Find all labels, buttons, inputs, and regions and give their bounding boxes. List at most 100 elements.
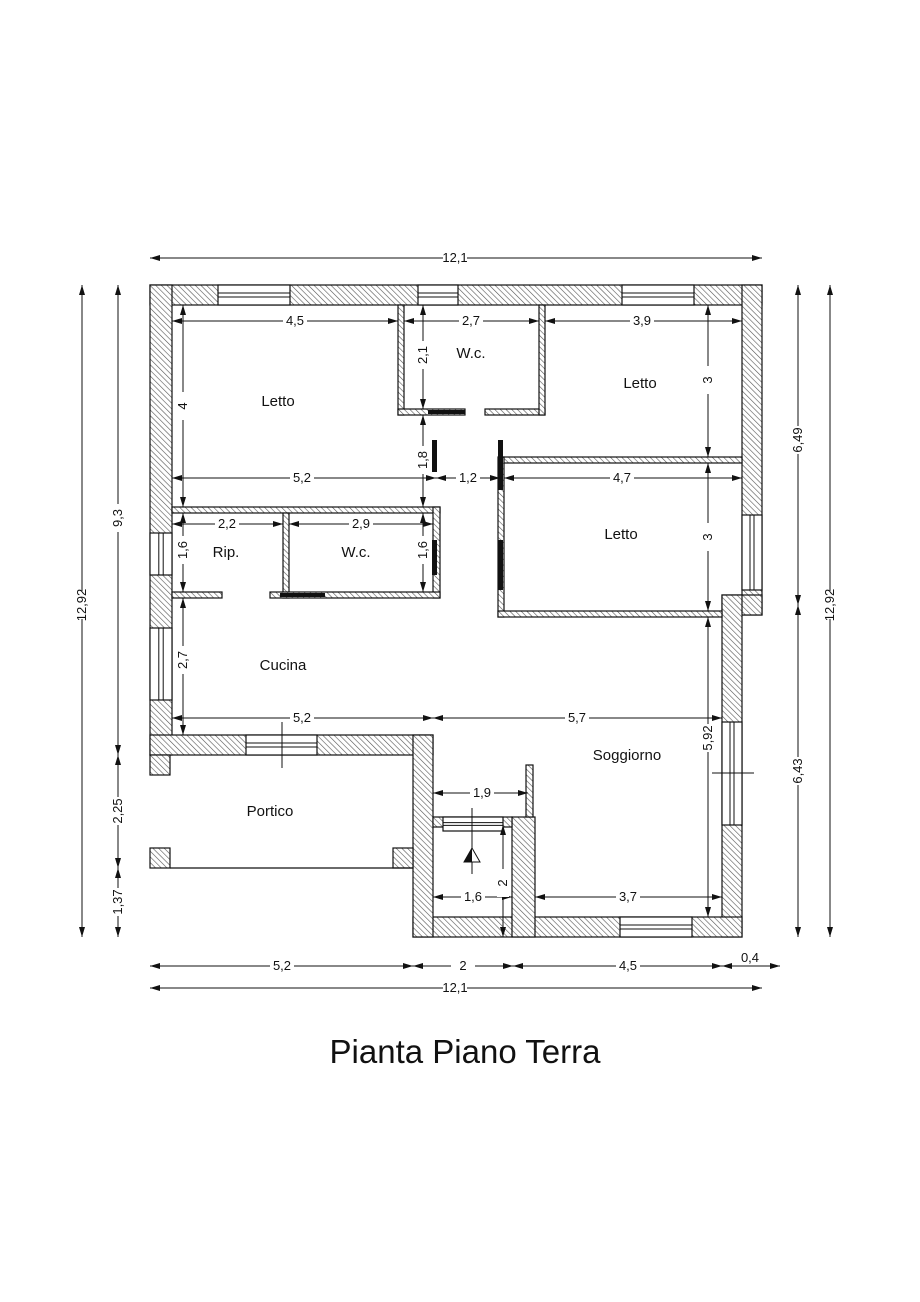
door — [498, 540, 503, 590]
room-label-cucina: Cucina — [260, 657, 307, 674]
window — [217, 284, 291, 306]
room-label-ripostiglio: Rip. — [213, 544, 240, 561]
window — [619, 916, 693, 938]
dimension-label: 3,7 — [619, 889, 637, 904]
dimension: 3,9 — [545, 313, 742, 328]
door — [432, 540, 437, 575]
window — [442, 816, 504, 832]
wall-segment — [499, 456, 743, 464]
dimension-label: 12,1 — [442, 250, 467, 265]
dimension: 0,4 — [722, 950, 780, 969]
dimension: 4,5 — [513, 958, 722, 973]
dimension: 1,6 — [433, 889, 512, 904]
room-label-wc-2: W.c. — [341, 544, 370, 561]
dimension-label: 9,3 — [110, 509, 125, 527]
dimension-label: 1,6 — [464, 889, 482, 904]
dimension-label: 1,6 — [175, 541, 190, 559]
dimension-label: 1,9 — [473, 785, 491, 800]
dimension-label: 2 — [495, 879, 510, 886]
windows — [149, 284, 763, 938]
dimension: 12,1 — [150, 250, 762, 265]
stair-arrow-icon — [463, 808, 481, 874]
dimension-label: 12,1 — [442, 980, 467, 995]
dimension: 5,2 — [150, 958, 413, 973]
room-label-letto-1: Letto — [261, 393, 294, 410]
window — [621, 284, 695, 306]
dimension-label: 2,1 — [415, 346, 430, 364]
dimension: 4 — [175, 305, 190, 507]
door — [280, 593, 325, 597]
doors — [280, 410, 503, 597]
dimension-label: 5,2 — [293, 470, 311, 485]
wall-segment — [484, 408, 546, 416]
dimension-label: 2,25 — [110, 798, 125, 823]
room-label-wc-1: W.c. — [456, 345, 485, 362]
room-label-portico: Portico — [247, 803, 294, 820]
dimension: 9,3 — [110, 285, 125, 755]
walls — [149, 284, 763, 938]
dimension: 4,5 — [172, 313, 398, 328]
wall-segment — [412, 734, 434, 938]
dimension: 2,9 — [289, 516, 433, 531]
dimension: 2 — [495, 825, 510, 937]
dimension: 1,6 — [175, 513, 190, 592]
dimension: 3,7 — [535, 889, 722, 904]
dimension: 1,9 — [433, 785, 528, 800]
dimension: 12,92 — [822, 285, 837, 937]
wall-segment — [538, 304, 546, 416]
dimension: 2,2 — [172, 516, 283, 531]
drawing-title: Pianta Piano Terra — [330, 1033, 602, 1070]
wall-segment — [149, 847, 171, 869]
wall-segment — [497, 610, 723, 618]
dimension-label: 1,37 — [110, 889, 125, 914]
door — [428, 410, 465, 414]
dimension-label: 0,4 — [741, 950, 759, 965]
dimension: 2,7 — [404, 313, 539, 328]
dimension-label: 3 — [700, 376, 715, 383]
door — [432, 440, 437, 472]
dimension-label: 4,5 — [619, 958, 637, 973]
dimension-label: 12,92 — [822, 589, 837, 622]
wall-segment — [412, 916, 743, 938]
dimension: 12,1 — [150, 980, 762, 995]
dimension-label: 4,7 — [613, 470, 631, 485]
dimension: 3 — [700, 463, 715, 611]
wall-segment — [149, 754, 171, 776]
dimension: 1,6 — [415, 513, 430, 592]
wall-segment — [269, 591, 441, 599]
wall-segment — [397, 304, 405, 416]
wall-segment — [282, 512, 290, 599]
dimension-label: 12,92 — [74, 589, 89, 622]
dimension-label: 3 — [700, 533, 715, 540]
dimension-label: 2,9 — [352, 516, 370, 531]
dimension: 4,7 — [504, 470, 742, 485]
dimension: 5,2 — [172, 710, 433, 725]
dimension: 6,49 — [790, 285, 805, 605]
dimension-label: 2,7 — [462, 313, 480, 328]
dimension: 5,2 — [172, 470, 436, 485]
dimension-label: 6,49 — [790, 427, 805, 452]
window — [149, 532, 173, 576]
wall-segment — [171, 506, 441, 514]
dimension: 1,2 — [436, 470, 500, 485]
dimension-label: 1,8 — [415, 451, 430, 469]
dimension-label: 4,5 — [286, 313, 304, 328]
dimension-label: 2,7 — [175, 651, 190, 669]
window — [741, 514, 763, 591]
dimension-label: 5,7 — [568, 710, 586, 725]
dimension: 1,37 — [110, 868, 125, 937]
dimension: 3 — [700, 305, 715, 457]
dimension-label: 1,6 — [415, 541, 430, 559]
wall-segment — [511, 816, 536, 938]
dimension: 5,7 — [433, 710, 722, 725]
dimension: 12,92 — [74, 285, 89, 937]
room-label-letto-2: Letto — [623, 375, 656, 392]
dimension-label: 6,43 — [790, 758, 805, 783]
dimension: 2,1 — [415, 305, 430, 409]
dimension-lines: 12,1 4,5 2,7 3,9 5,2 1,2 4,7 2,2 2,9 5,2 5,7 1,9 1,6… — [74, 250, 837, 995]
dimension: 2,25 — [110, 755, 125, 868]
dimension: 2,7 — [175, 598, 190, 735]
dimension-label: 2,2 — [218, 516, 236, 531]
window — [417, 284, 459, 306]
